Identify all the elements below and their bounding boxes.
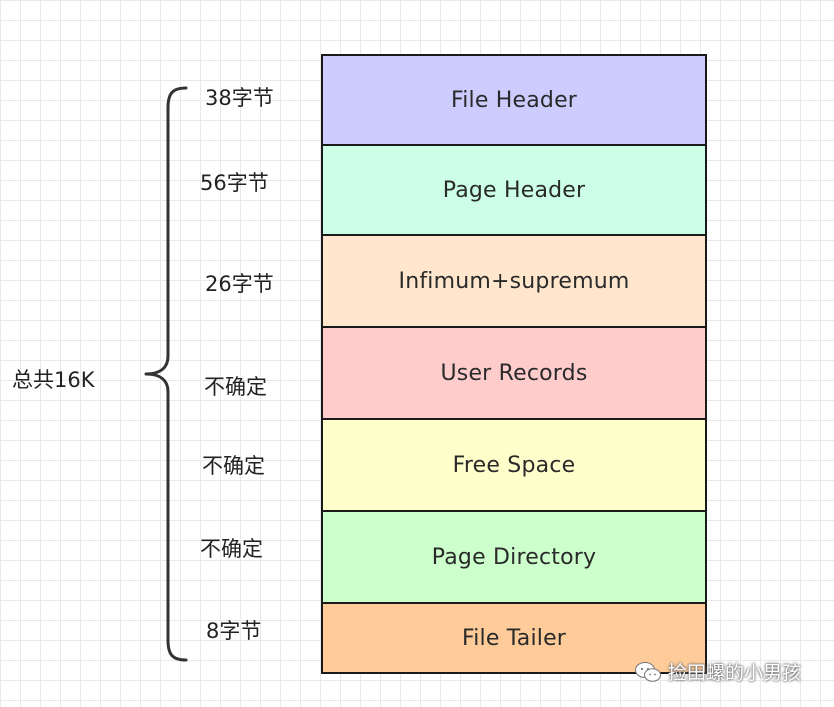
block-file-tailer: File Tailer [323, 604, 705, 672]
block-free-space: Free Space [323, 420, 705, 512]
block-file-header: File Header [323, 56, 705, 146]
total-size-label: 总共16K [12, 368, 95, 392]
size-label-free-space: 不确定 [202, 454, 265, 478]
block-user-records: User Records [323, 328, 705, 420]
block-page-directory: Page Directory [323, 512, 705, 604]
size-label-page-directory: 不确定 [200, 537, 263, 561]
size-label-user-records: 不确定 [204, 375, 267, 399]
watermark-text: 捡田螺的小男孩 [668, 662, 802, 684]
size-label-file-tailer: 8字节 [206, 619, 262, 643]
wechat-icon [635, 661, 661, 682]
watermark: 捡田螺的小男孩 [634, 658, 801, 685]
page-block-stack: File Header Page Header Infimum+supremum… [321, 54, 707, 674]
size-label-infimum-supremum: 26字节 [205, 272, 274, 296]
curly-brace-icon [144, 86, 188, 662]
size-label-page-header: 56字节 [200, 171, 269, 195]
block-page-header: Page Header [323, 146, 705, 236]
size-label-file-header: 38字节 [205, 86, 274, 110]
block-infimum-supremum: Infimum+supremum [323, 236, 705, 328]
